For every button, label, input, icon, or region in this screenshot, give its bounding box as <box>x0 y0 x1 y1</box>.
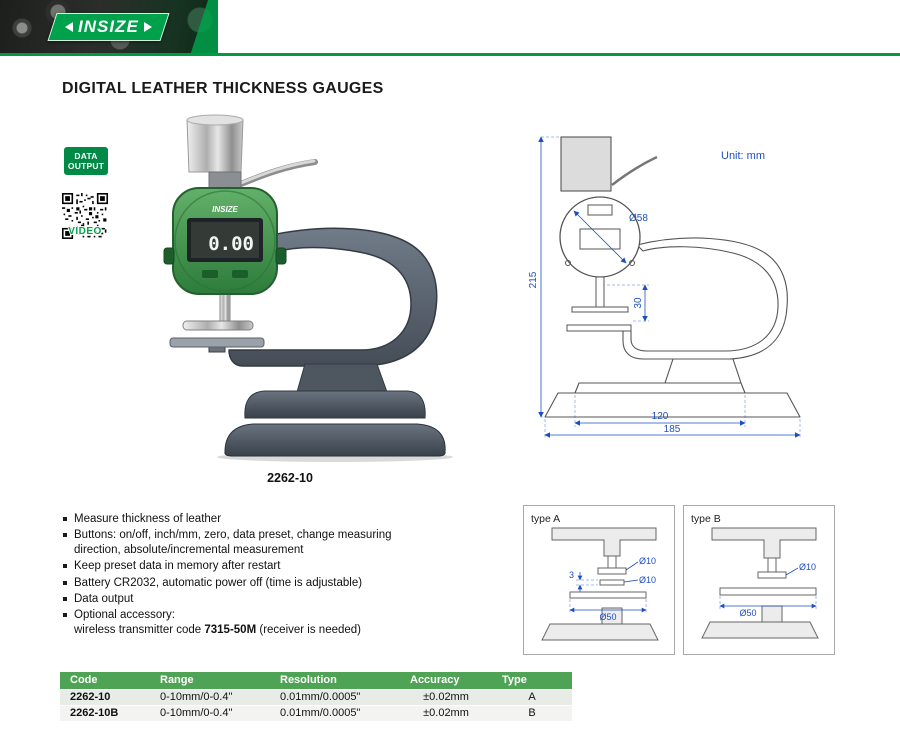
product-photo: INSIZE 0.00 2262-10 <box>125 100 455 485</box>
data-output-badge: DATA OUTPUT <box>64 147 108 175</box>
product-photo-art: INSIZE 0.00 <box>163 114 453 462</box>
dial-brand-text: INSIZE <box>212 205 238 214</box>
dim-diameter-label: Ø58 <box>629 213 648 224</box>
feature-text: Data output <box>74 592 134 605</box>
table-header-row: Code Range Resolution Accuracy Type <box>60 672 572 690</box>
feature-item: Optional accessory: wireless transmitter… <box>62 608 410 637</box>
dim-height-label: 215 <box>528 271 539 288</box>
logo-text: INSIZE <box>78 17 139 36</box>
data-output-line2: OUTPUT <box>67 161 105 171</box>
feature-text: Battery CR2032, automatic power off (tim… <box>74 576 363 589</box>
col-header-type: Type <box>492 672 572 690</box>
table-row: 2262-10 0-10mm/0-0.4" 0.01mm/0.0005" ±0.… <box>60 689 572 706</box>
cell-resolution: 0.01mm/0.0005" <box>270 689 400 706</box>
accessory-prefix: wireless transmitter code <box>74 623 205 636</box>
feature-text: Keep preset data in memory after restart <box>74 560 281 573</box>
type-a-dim-tip-lower: Ø10 <box>639 575 656 585</box>
masthead: INSIZE <box>0 0 900 57</box>
cell-accuracy: ±0.02mm <box>400 705 492 722</box>
technical-drawing-art: Unit: mm Ø58 <box>528 136 801 439</box>
dim-stroke-label: 30 <box>633 297 644 309</box>
feature-item: Battery CR2032, automatic power off (tim… <box>62 576 410 590</box>
qr-code-image <box>62 193 108 239</box>
cell-resolution: 0.01mm/0.0005" <box>270 705 400 722</box>
machinery-photo: INSIZE <box>0 0 218 53</box>
type-b-drawing: type B Ø10 Ø50 <box>683 505 835 655</box>
insize-logo: INSIZE <box>47 13 170 41</box>
feature-text: Measure thickness of leather <box>74 513 222 525</box>
video-label: VIDEO <box>68 226 102 237</box>
type-b-dim-tip: Ø10 <box>799 562 816 572</box>
type-a-label: type A <box>531 513 560 525</box>
feature-item: Measure thickness of leather <box>62 512 410 526</box>
dim-width-inner-label: 120 <box>652 411 669 422</box>
cell-code: 2262-10B <box>60 705 150 722</box>
dim-width-outer-label: 185 <box>664 424 681 435</box>
type-a-dim-tip-upper: Ø10 <box>639 556 656 566</box>
accessory-suffix: (receiver is needed) <box>256 623 361 636</box>
header-rule <box>0 53 900 56</box>
type-b-dim-table: Ø50 <box>739 608 756 618</box>
col-header-code: Code <box>60 672 150 690</box>
cell-type: B <box>492 705 572 722</box>
feature-item: Data output <box>62 592 410 606</box>
logo-arrow-right-icon <box>143 22 152 32</box>
cell-code: 2262-10 <box>60 689 150 706</box>
cell-range: 0-10mm/0-0.4" <box>150 689 270 706</box>
feature-text: Buttons: on/off, inch/mm, zero, data pre… <box>74 529 392 556</box>
product-caption: 2262-10 <box>267 471 313 485</box>
cell-range: 0-10mm/0-0.4" <box>150 705 270 722</box>
type-a-art: type A Ø10 Ø10 3 Ø50 <box>531 513 659 641</box>
feature-list: Measure thickness of leather Buttons: on… <box>62 512 410 639</box>
unit-label: Unit: mm <box>721 150 765 162</box>
type-a-dim-table: Ø50 <box>599 612 616 622</box>
cell-type: A <box>492 689 572 706</box>
feature-text: Optional accessory: <box>74 609 175 622</box>
table-row: 2262-10B 0-10mm/0-0.4" 0.01mm/0.0005" ±0… <box>60 705 572 722</box>
qr-code-video: VIDEO <box>62 193 108 239</box>
accessory-code: 7315-50M <box>204 623 257 636</box>
type-b-art: type B Ø10 Ø50 <box>691 513 819 639</box>
lcd-value: 0.00 <box>208 233 254 255</box>
spec-table: Code Range Resolution Accuracy Type 2262… <box>60 672 572 722</box>
col-header-resolution: Resolution <box>270 672 400 690</box>
technical-drawing: Unit: mm Ø58 <box>525 135 855 443</box>
type-a-dim-gap: 3 <box>569 570 574 580</box>
data-output-line1: DATA <box>74 150 98 161</box>
logo-arrow-left-icon <box>65 22 73 32</box>
page-title: DIGITAL LEATHER THICKNESS GAUGES <box>62 80 384 97</box>
col-header-range: Range <box>150 672 270 690</box>
col-header-accuracy: Accuracy <box>400 672 492 690</box>
accessory-note: wireless transmitter code 7315-50M (rece… <box>74 623 410 637</box>
type-b-label: type B <box>691 513 721 525</box>
feature-item: Buttons: on/off, inch/mm, zero, data pre… <box>62 528 410 557</box>
cell-accuracy: ±0.02mm <box>400 689 492 706</box>
feature-item: Keep preset data in memory after restart <box>62 559 410 573</box>
type-a-drawing: type A Ø10 Ø10 3 Ø50 <box>523 505 675 655</box>
